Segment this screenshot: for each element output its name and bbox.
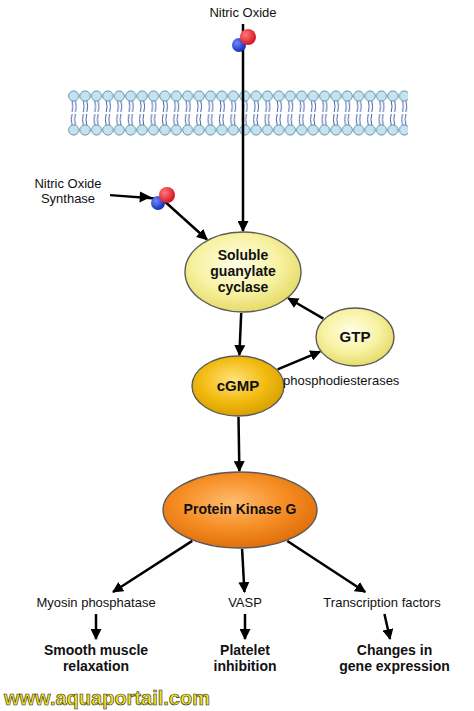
node-text: Nitric Oxide — [190, 6, 296, 21]
target-label: VASP — [215, 594, 275, 612]
target-label: Myosin phosphatase — [26, 594, 166, 612]
oxygen-atom — [240, 29, 256, 45]
flow-arrow — [237, 417, 240, 471]
ellipse-shape — [316, 308, 394, 366]
flow-arrow — [242, 24, 245, 231]
enzyme-ellipse: Protein Kinase G — [162, 471, 318, 549]
enzyme-label: Nitric Oxide Synthase — [28, 175, 108, 209]
enzyme-ellipse: Soluble guanylate cyclase — [184, 231, 302, 313]
outcome-label: Platelet inhibition — [203, 641, 287, 677]
node-text: Soluble guanylate cyclase — [193, 248, 293, 295]
no-molecule — [151, 187, 175, 210]
flow-arrow — [288, 298, 323, 318]
ellipse-shape — [192, 356, 284, 416]
node-text: Platelet inhibition — [203, 643, 287, 674]
node-text: GTP — [320, 329, 390, 346]
node-text: Protein Kinase G — [170, 502, 310, 518]
node-text: Changes in gene expression — [339, 643, 450, 674]
molecule-label: Nitric Oxide — [190, 4, 296, 22]
oxygen-atom — [159, 187, 175, 203]
flow-arrow — [113, 541, 192, 592]
flow-arrow — [244, 614, 247, 639]
target-label: Transcription factors — [307, 594, 457, 612]
flow-arrow — [287, 541, 365, 592]
molecule-ellipse: cGMP — [191, 355, 285, 417]
node-text: VASP — [215, 596, 275, 611]
flow-arrow — [239, 313, 241, 355]
flow-arrow — [95, 614, 98, 639]
ellipse-shape — [185, 232, 301, 312]
no-molecule — [232, 29, 256, 52]
flow-arrow — [384, 614, 390, 639]
watermark: www.aquaportail.com — [4, 688, 210, 708]
node-text: Smooth muscle relaxation — [31, 643, 161, 674]
flow-arrow — [242, 549, 244, 592]
arrow-head — [140, 192, 152, 203]
ellipse-shape — [163, 472, 317, 548]
molecule-ellipse: GTP — [315, 307, 395, 367]
flow-arrow — [110, 195, 207, 239]
outcome-label: Changes in gene expression — [339, 641, 450, 677]
outcome-label: Smooth muscle relaxation — [31, 641, 161, 677]
node-text: Myosin phosphatase — [26, 596, 166, 611]
node-text: Transcription factors — [307, 596, 457, 611]
node-text: Nitric Oxide Synthase — [28, 177, 108, 206]
edge-label: phosphodiesterases — [283, 373, 399, 388]
node-text: cGMP — [198, 378, 278, 395]
lipid-bilayer — [68, 90, 408, 136]
flow-arrow — [278, 352, 320, 370]
